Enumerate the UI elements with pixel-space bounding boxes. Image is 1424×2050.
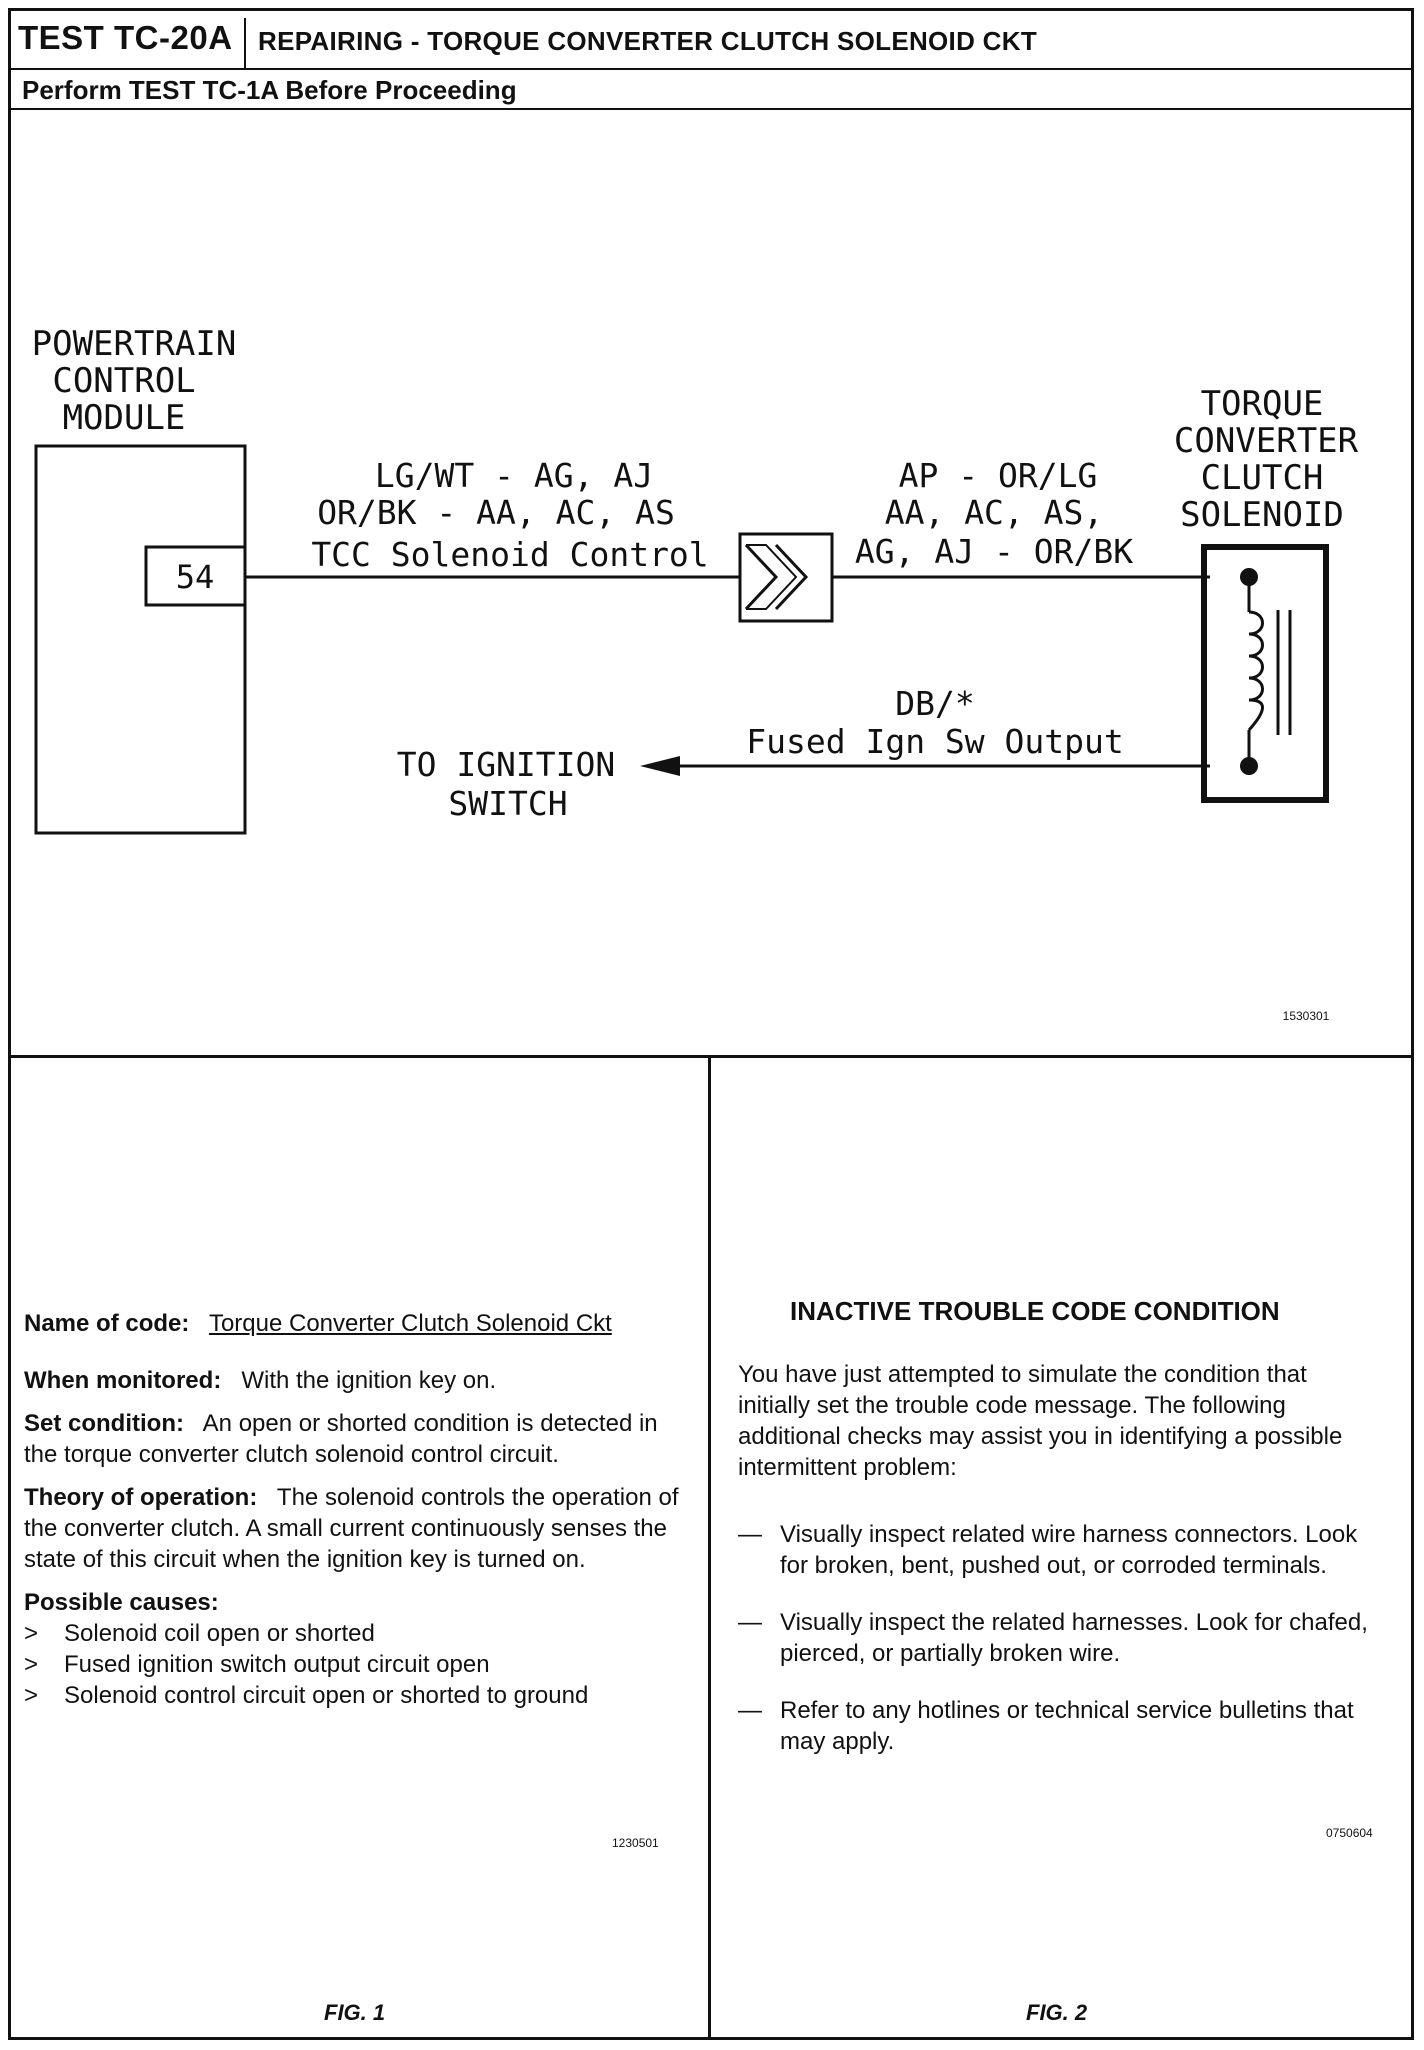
- cause-item: >Fused ignition switch output circuit op…: [24, 1651, 490, 1678]
- subheader-bar: Perform TEST TC-1A Before Proceeding: [8, 70, 1414, 110]
- ignition-arrow: [640, 756, 680, 776]
- prerequisite-note: Perform TEST TC-1A Before Proceeding: [22, 75, 517, 105]
- wire-label-lg-wt: LG/WT - AG, AJ: [375, 456, 653, 495]
- when-monitored-value: With the ignition key on.: [241, 1367, 497, 1394]
- pin-number: 54: [176, 558, 215, 596]
- solenoid-label-line3: CLUTCH: [1201, 458, 1324, 498]
- section-divider-horizontal: [8, 1055, 1414, 1058]
- header-bar: TEST TC-20A REPAIRING - TORQUE CONVERTER…: [8, 8, 1414, 70]
- cause-item: >Solenoid control circuit open or shorte…: [24, 1682, 589, 1709]
- wire-label-ap: AP - OR/LG: [899, 456, 1098, 495]
- wire-label-fused-ign: Fused Ign Sw Output: [746, 722, 1124, 761]
- pcm-label-line2: CONTROL: [52, 361, 195, 401]
- fig1-code: 1230501: [612, 1836, 659, 1850]
- wire-label-tcc-control: TCC Solenoid Control: [311, 535, 708, 574]
- theory-value: The solenoid controls the operation of t…: [24, 1484, 679, 1573]
- page-frame: [8, 8, 1414, 2040]
- wire-label-aa-ac-as: AA, AC, AS,: [885, 493, 1104, 532]
- fig2-code: 0750604: [1326, 1826, 1373, 1840]
- check-item: —Visually inspect related wire harness c…: [738, 1521, 1358, 1579]
- fig1-caption: FIG. 1: [324, 2000, 386, 2025]
- header-divider: [244, 18, 246, 68]
- check-item: —Refer to any hotlines or technical serv…: [738, 1697, 1354, 1755]
- diagram-code: 1530301: [1283, 1009, 1330, 1023]
- theory-label: Theory of operation:: [24, 1484, 258, 1511]
- code-name-label: Name of code:: [24, 1310, 190, 1337]
- fig2-caption: FIG. 2: [1026, 2000, 1088, 2025]
- test-title: REPAIRING - TORQUE CONVERTER CLUTCH SOLE…: [258, 26, 1038, 56]
- set-condition-label: Set condition:: [24, 1410, 184, 1437]
- fig2-heading: INACTIVE TROUBLE CODE CONDITION: [790, 1296, 1280, 1326]
- solenoid-symbol: [1201, 544, 1329, 803]
- wire-label-or-bk: OR/BK - AA, AC, AS: [317, 493, 675, 532]
- fig2-panel: You have just attempted to simulate the …: [738, 1359, 1378, 1783]
- solenoid-label-line1: TORQUE: [1201, 384, 1324, 424]
- possible-causes-label: Possible causes:: [24, 1589, 219, 1616]
- connector-symbol: [738, 532, 834, 623]
- solenoid-label-line4: SOLENOID: [1180, 495, 1344, 535]
- ignition-label-line2: SWITCH: [448, 784, 567, 823]
- cause-item: >Solenoid coil open or shorted: [24, 1620, 375, 1647]
- pcm-label-line1: POWERTRAIN: [32, 324, 237, 364]
- fig2-intro: You have just attempted to simulate the …: [738, 1361, 1343, 1481]
- check-item: —Visually inspect the related harnesses.…: [738, 1609, 1368, 1667]
- pin-box: [144, 545, 247, 607]
- pcm-box: [34, 444, 247, 835]
- set-condition-value: An open or shorted condition is detected…: [24, 1410, 658, 1468]
- test-id: TEST TC-20A: [18, 19, 233, 56]
- ignition-label-line1: TO IGNITION: [397, 745, 616, 784]
- wire-label-db: DB/*: [895, 684, 974, 723]
- code-name-value: Torque Converter Clutch Solenoid Ckt: [208, 1310, 612, 1337]
- wiring-diagram: POWERTRAIN CONTROL MODULE 54 LG/WT - AG,…: [32, 324, 1359, 1023]
- section-divider-vertical: [708, 1057, 711, 2040]
- pcm-label-line3: MODULE: [63, 398, 186, 438]
- wire-label-ag-aj: AG, AJ - OR/BK: [855, 532, 1133, 571]
- fig1-panel: Name of code: Torque Converter Clutch So…: [24, 1308, 684, 1711]
- solenoid-label-line2: CONVERTER: [1174, 421, 1359, 461]
- when-monitored-label: When monitored:: [24, 1367, 222, 1394]
